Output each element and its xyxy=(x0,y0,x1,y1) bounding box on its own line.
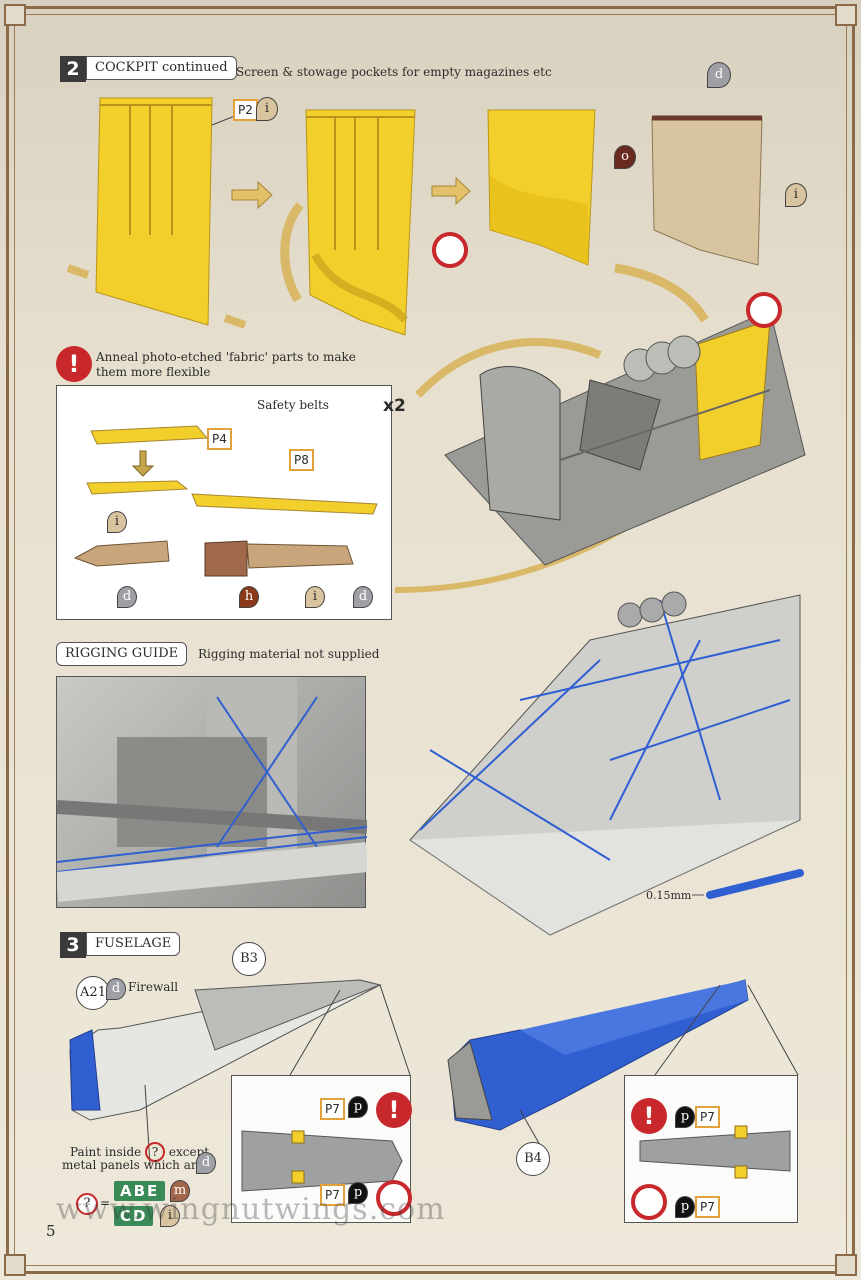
rigging-subtitle: Rigging material not supplied xyxy=(198,647,380,661)
frame-corner xyxy=(835,4,857,26)
detail-panel-left: P7 p P7 p ! xyxy=(231,1075,412,1223)
paint-tag-d: d xyxy=(117,586,137,608)
elephant-glue-icon xyxy=(376,1180,412,1216)
watermark: www.wingnutwings.com xyxy=(56,1192,446,1227)
paint-tag-d: d xyxy=(106,978,126,1000)
mix-code-bottom: CD xyxy=(114,1206,154,1226)
part-label-b3: B3 xyxy=(232,942,266,976)
part-label-b4: B4 xyxy=(516,1142,550,1176)
belts-multiplier: x2 xyxy=(383,396,406,416)
part-label-a21: A21 xyxy=(76,976,110,1010)
paint-tag-m: m xyxy=(170,1180,190,1202)
mix-code-top: ABE xyxy=(114,1181,166,1201)
warning-icon: ! xyxy=(631,1098,667,1134)
wire-size-label: 0.15mm xyxy=(646,889,692,902)
paint-tag-d: d xyxy=(353,586,373,608)
tan-screen xyxy=(651,115,763,266)
metal-panels-note: metal panels which are xyxy=(62,1158,204,1172)
frame-corner xyxy=(835,1254,857,1276)
paint-tag-p: p xyxy=(675,1106,695,1128)
part-label-p7: P7 xyxy=(320,1098,345,1120)
question-tag: ? xyxy=(76,1193,98,1215)
paint-tag-i: i xyxy=(785,183,807,207)
paint-tag-d: d xyxy=(196,1152,216,1174)
rigging-detail-drawing xyxy=(57,677,367,902)
elephant-glue-icon xyxy=(631,1184,667,1220)
paint-tag-i: i xyxy=(160,1205,180,1227)
elephant-glue-icon xyxy=(432,232,468,268)
rigging-title: RIGGING GUIDE xyxy=(56,642,188,666)
paint-tag-i: i xyxy=(107,511,127,533)
elephant-glue-icon xyxy=(746,292,782,328)
paint-tag-i: i xyxy=(256,97,278,121)
step-title: FUSELAGE xyxy=(86,932,181,956)
warning-icon: ! xyxy=(376,1092,412,1128)
frame-corner xyxy=(4,1254,26,1276)
detail-drawing-right xyxy=(639,1125,791,1179)
page-frame-outer xyxy=(6,6,855,1274)
part-label-p7: P7 xyxy=(695,1106,720,1128)
firewall-label: Firewall xyxy=(128,980,179,994)
paint-tag-p: p xyxy=(348,1096,368,1118)
rigging-detail-panel xyxy=(56,676,367,908)
part-label-p4: P4 xyxy=(207,428,232,450)
part-label-p7: P7 xyxy=(320,1184,345,1206)
page-frame-inner xyxy=(14,14,847,1266)
rigging-frame xyxy=(409,591,801,936)
warning-icon: ! xyxy=(56,346,92,382)
belts-title: Safety belts xyxy=(257,398,329,412)
paint-inside-note: Paint inside ? except xyxy=(70,1142,209,1162)
part-label-p7: P7 xyxy=(695,1196,720,1218)
paint-tag-h: h xyxy=(239,586,259,608)
paint-tag-p: p xyxy=(348,1182,368,1204)
step-number: 3 xyxy=(60,932,86,958)
detail-panel-right: ! p P7 p P7 xyxy=(624,1075,798,1223)
step-number: 2 xyxy=(60,56,86,82)
fuselage-right xyxy=(447,979,749,1131)
paint-inside-text: Paint inside xyxy=(70,1145,142,1159)
safety-belts-panel: Safety belts x2 P4 P8 i d h i d xyxy=(56,385,406,620)
yellow-screen-1 xyxy=(95,97,213,326)
part-label-p8: P8 xyxy=(289,449,314,471)
frame-corner xyxy=(4,4,26,26)
step-title: COCKPIT continued xyxy=(86,56,237,80)
yellow-screen-3 xyxy=(487,109,596,266)
yellow-screen-2 xyxy=(305,109,416,336)
paint-tag-o: o xyxy=(614,145,636,169)
step-subtitle: Screen & stowage pockets for empty magaz… xyxy=(236,65,552,79)
fuselage-left xyxy=(69,979,382,1121)
warning-note: Anneal photo-etched 'fabric' parts to ma… xyxy=(96,350,356,379)
belts-drawings xyxy=(73,425,378,577)
paint-tag-p: p xyxy=(675,1196,695,1218)
part-label-p2: P2 xyxy=(233,99,258,121)
equals-sign: = xyxy=(100,1196,111,1210)
paint-tag-d: d xyxy=(707,62,731,88)
detail-drawing-left xyxy=(241,1130,403,1192)
page-number: 5 xyxy=(46,1222,56,1240)
cockpit-frame xyxy=(444,309,806,566)
paint-tag-i: i xyxy=(305,586,325,608)
